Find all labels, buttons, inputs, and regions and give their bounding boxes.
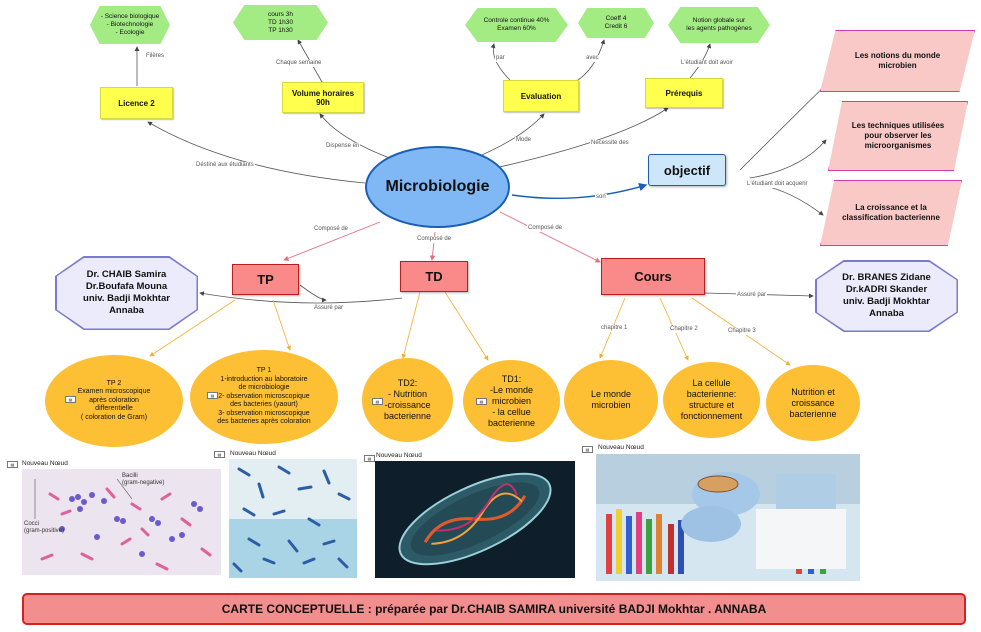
edge-label-mode: Mode bbox=[515, 137, 533, 144]
image-node-marker: ▤ bbox=[582, 446, 593, 453]
edge-label-avec: avec bbox=[585, 55, 600, 62]
image-node-marker: ▤ bbox=[364, 455, 375, 462]
image-bacterium-3d[interactable] bbox=[375, 461, 575, 578]
laboratory-picture bbox=[596, 454, 860, 581]
edge-label-compose-tp: Composé de bbox=[313, 226, 350, 233]
edge-label-etudiant-doit-acquerir: L'étudiant doit acquerir bbox=[746, 181, 809, 188]
edge-label-destine: Déstiné aux étudiants bbox=[195, 162, 255, 169]
node-chapitre-2[interactable]: La cellule bacterienne: structure et fon… bbox=[663, 362, 760, 438]
edge-label-assure-cours: Assuré par bbox=[736, 292, 768, 299]
node-volume-horaires[interactable]: Volume horaires 90h bbox=[282, 82, 364, 113]
teacher-tp-names: Dr. CHAIB Samira Dr.Boufafa Mouna univ. … bbox=[56, 257, 197, 329]
node-evaluation-details[interactable]: Controle continue 40% Examen 60% bbox=[465, 8, 568, 42]
edge-label-dispense: Dispense en bbox=[325, 143, 361, 150]
edge-label-etudiant-doit-avoir: L'étudiant doit avoir bbox=[680, 60, 734, 67]
node-microbiologie[interactable]: Microbiologie bbox=[365, 146, 510, 228]
image-node-label: Nouveau Nœud bbox=[230, 450, 276, 457]
edge-label-son: son bbox=[595, 194, 607, 201]
note-icon: ▤ bbox=[65, 396, 76, 403]
objective-monde-microbien[interactable]: Les notions du monde microbien bbox=[820, 30, 975, 92]
image-gram-stain[interactable]: Bacilli (gram-negative) Cocci (gram-posi… bbox=[22, 469, 221, 575]
image-node-label: Nouveau Nœud bbox=[598, 444, 644, 451]
edge-label-compose-cours: Composé de bbox=[527, 225, 564, 232]
gram-stain-picture bbox=[22, 469, 221, 575]
edge-label-assure-tp: Assuré par bbox=[313, 305, 345, 312]
edge-label-par: par bbox=[495, 55, 506, 62]
image-node-marker: ▤ bbox=[7, 461, 18, 468]
node-prerequis-details[interactable]: Notion globale sur les agents pathogènes bbox=[668, 7, 770, 43]
label-bacilli: Bacilli (gram-negative) bbox=[122, 473, 165, 486]
bacterium-3d-picture bbox=[375, 461, 575, 578]
node-licence-2[interactable]: Licence 2 bbox=[100, 87, 173, 119]
node-tp[interactable]: TP bbox=[232, 264, 299, 295]
bacilli-blue-picture bbox=[229, 459, 357, 578]
node-objectif[interactable]: objectif bbox=[648, 154, 726, 186]
edge-label-chapitre-2: Chapitre 2 bbox=[669, 326, 699, 333]
image-laboratory[interactable] bbox=[596, 454, 860, 581]
node-evaluation[interactable]: Evaluation bbox=[503, 80, 579, 112]
image-node-marker: ▤ bbox=[214, 451, 225, 458]
footer-title: CARTE CONCEPTUELLE : préparée par Dr.CHA… bbox=[22, 593, 966, 625]
objective-techniques[interactable]: Les techniques utilisées pour observer l… bbox=[828, 101, 968, 171]
node-filieres[interactable]: - Science biologique - Biotechnologie - … bbox=[90, 6, 170, 44]
teacher-cours-names: Dr. BRANES Zidane Dr.kADRI Skander univ.… bbox=[816, 261, 957, 331]
edge-label-chaque-semaine: Chaque semaine bbox=[275, 60, 323, 67]
edge-label-compose-td: Composé de bbox=[416, 236, 453, 243]
note-icon: ▤ bbox=[476, 398, 487, 405]
image-node-label: Nouveau Nœud bbox=[22, 460, 68, 467]
node-volume-details[interactable]: cours 3h TD 1h30 TP 1h30 bbox=[233, 5, 328, 40]
node-coeff-credit[interactable]: Coeff 4 Credit 6 bbox=[578, 8, 654, 38]
edge-label-chapitre-3: Chapitre 3 bbox=[727, 328, 757, 335]
label-cocci: Cocci (gram-positive) bbox=[24, 521, 65, 534]
teacher-tp[interactable]: Dr. CHAIB Samira Dr.Boufafa Mouna univ. … bbox=[55, 256, 198, 330]
teacher-cours[interactable]: Dr. BRANES Zidane Dr.kADRI Skander univ.… bbox=[815, 260, 958, 332]
note-icon: ▤ bbox=[372, 398, 383, 405]
node-td[interactable]: TD bbox=[400, 261, 468, 292]
image-node-label: Nouveau Nœud bbox=[376, 452, 422, 459]
node-chapitre-3[interactable]: Nutrition et croissance bacterienne bbox=[766, 365, 860, 441]
node-cours[interactable]: Cours bbox=[601, 258, 705, 295]
image-bacilli-blue[interactable] bbox=[229, 459, 357, 578]
objective-croissance[interactable]: La croissance et la classification bacte… bbox=[820, 180, 962, 246]
edge-label-fileres: Filères bbox=[145, 53, 166, 60]
note-icon: ▤ bbox=[207, 392, 218, 399]
edge-label-chapitre-1: chapitre 1 bbox=[600, 325, 629, 332]
node-prerequis[interactable]: Prérequis bbox=[645, 78, 723, 108]
edge-label-necessite: Nécessite des bbox=[590, 140, 630, 147]
node-chapitre-1[interactable]: Le monde microbien bbox=[564, 360, 658, 440]
